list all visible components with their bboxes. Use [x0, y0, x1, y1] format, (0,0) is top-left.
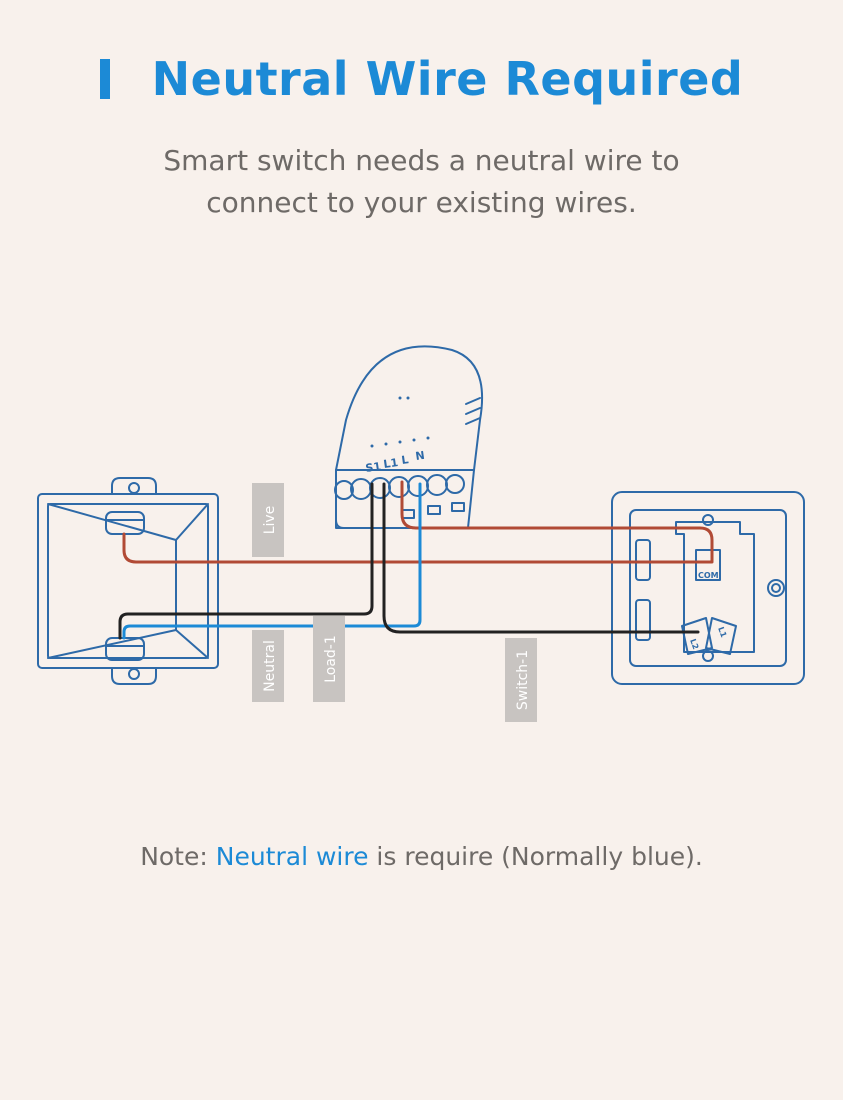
tag-switch-text: Switch-1: [515, 650, 531, 710]
title-accent-bar: [99, 59, 110, 99]
tag-neutral: Neutral: [252, 630, 284, 702]
note: Note: Neutral wire is require (Normally …: [0, 842, 843, 871]
terminal-n-label: N: [415, 449, 426, 463]
smart-switch-module: [334, 345, 484, 529]
tag-live: Live: [252, 483, 284, 557]
subtitle-line-2: connect to your existing wires.: [206, 186, 637, 219]
live-wire-module: [400, 480, 714, 558]
switch-l2-label: L2: [688, 638, 700, 651]
load-wire: [118, 482, 374, 640]
tag-load: Load-1: [313, 616, 345, 702]
note-prefix: Note:: [140, 842, 216, 871]
live-wire-junction: [122, 532, 714, 564]
page-title: Neutral Wire Required: [151, 52, 744, 106]
terminal-s1-label: S1: [365, 460, 382, 475]
title-row: Neutral Wire Required: [0, 52, 843, 106]
wire-connector-live: [105, 511, 145, 535]
terminal-l-label: L: [401, 453, 410, 467]
note-suffix: is require (Normally blue).: [368, 842, 703, 871]
switch-l1-label: L1: [716, 626, 728, 640]
switch-wire: [382, 482, 700, 634]
switch-com-label: COM: [698, 571, 719, 580]
tag-neutral-text: Neutral: [262, 640, 278, 692]
note-highlight: Neutral wire: [215, 842, 369, 871]
terminal-l1-label: L1: [383, 456, 399, 471]
wall-switch: [611, 491, 805, 685]
junction-box: [37, 477, 219, 685]
tag-switch: Switch-1: [505, 638, 537, 722]
tag-load-text: Load-1: [323, 635, 339, 683]
tag-live-text: Live: [262, 506, 278, 535]
subtitle: Smart switch needs a neutral wire to con…: [0, 140, 843, 224]
neutral-wire: [122, 482, 422, 640]
subtitle-line-1: Smart switch needs a neutral wire to: [163, 144, 680, 177]
